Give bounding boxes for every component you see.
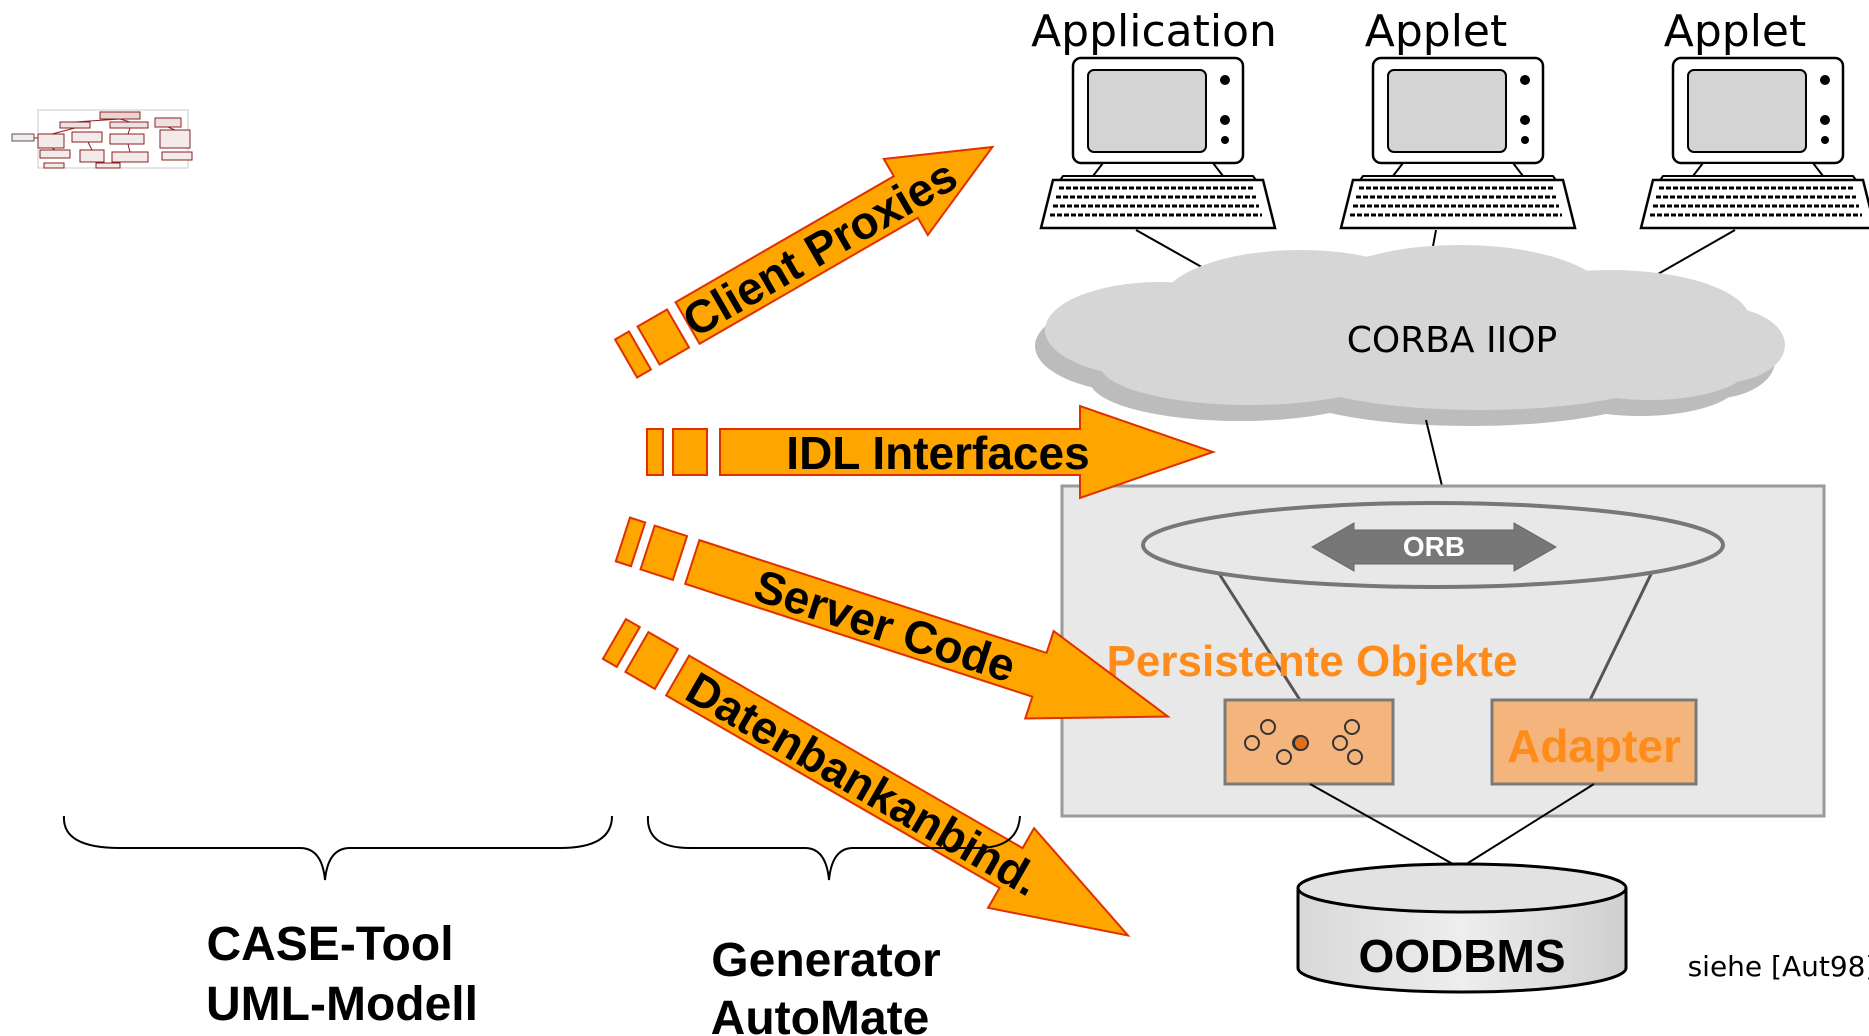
arrow-idl-interfaces: IDL Interfaces: [646, 404, 1217, 500]
server-database-links: [1309, 783, 1595, 869]
orb-funnel-lines: [1216, 571, 1654, 701]
brace-generator: [646, 815, 1021, 881]
case-tool-caption-line1: CASE-Tool: [206, 918, 453, 971]
arrow-client-proxies: Client Proxies: [613, 145, 995, 379]
client-applet-2-label: Applet: [1664, 6, 1807, 57]
orb-double-arrow-icon: [1310, 522, 1558, 572]
reference-note: siehe [Aut98]: [1688, 950, 1869, 983]
computer-icon: [1639, 56, 1869, 230]
oodbms-label: OODBMS: [1359, 930, 1566, 982]
adapter-box: Adapter: [1490, 698, 1698, 786]
client-proxies-label: Client Proxies: [674, 149, 966, 347]
client-applet-1: Applet: [1339, 6, 1577, 230]
generator-caption-line1: Generator: [711, 934, 940, 987]
orb-ring: ORB: [1141, 501, 1725, 589]
client-application: Application: [1031, 6, 1277, 230]
corba-iiop-label: CORBA IIOP: [1347, 320, 1558, 361]
computer-icon: [1039, 56, 1277, 230]
database-binding-label: Datenbankanbind.: [678, 662, 1049, 906]
case-tool-caption-line2: UML-Modell: [206, 978, 478, 1031]
caption-case-tool: CASE-Tool UML-Modell: [206, 918, 478, 1031]
idl-interfaces-label: IDL Interfaces: [786, 427, 1089, 479]
client-applet-2: Applet: [1639, 6, 1869, 230]
generator-caption-line2: AutoMate: [711, 992, 930, 1036]
client-application-label: Application: [1031, 6, 1277, 57]
uml-model-thumbnail: [11, 109, 193, 169]
brace-case-tool: [62, 815, 613, 881]
persistent-objects-box: [1223, 698, 1395, 786]
computer-icon: [1339, 56, 1577, 230]
caption-generator: Generator AutoMate: [711, 934, 941, 1036]
adapter-label: Adapter: [1507, 720, 1681, 772]
client-applet-1-label: Applet: [1365, 6, 1508, 57]
cloud-server-link: [1425, 419, 1443, 487]
corba-iiop-cloud: CORBA IIOP: [1035, 245, 1785, 426]
persistent-objects-label: Persistente Objekte: [1107, 637, 1518, 686]
orb-label: ORB: [1403, 531, 1465, 562]
server-code-label: Server Code: [748, 559, 1022, 692]
oodbms-database: OODBMS: [1296, 862, 1628, 994]
